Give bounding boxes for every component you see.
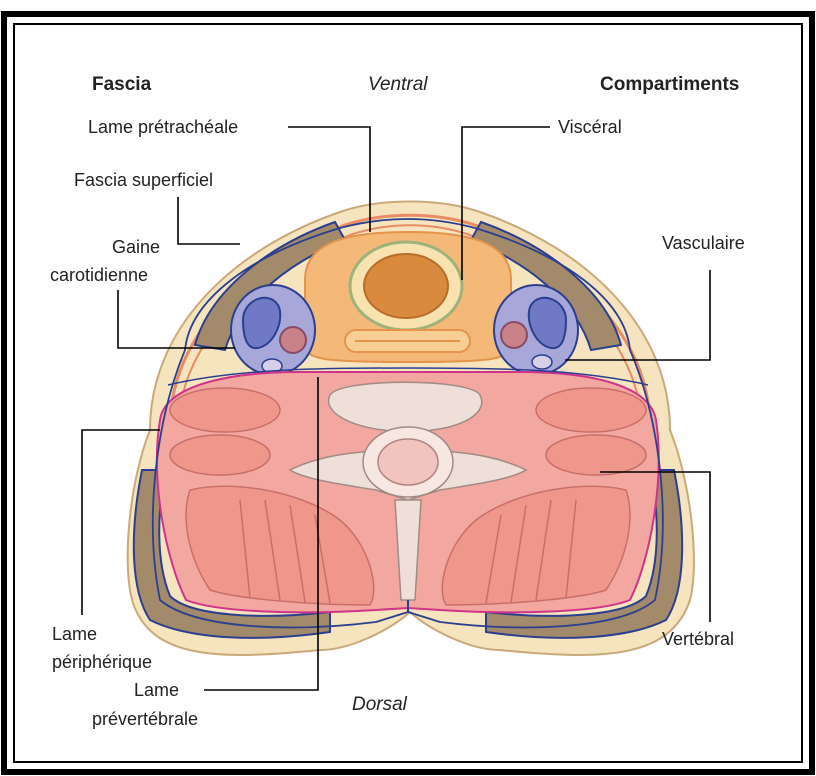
gaine-label-line1: Gaine bbox=[112, 237, 160, 257]
spinal-cord bbox=[378, 439, 438, 485]
trachea-inner bbox=[364, 254, 448, 318]
compartments-header: Compartiments bbox=[600, 74, 739, 95]
lame-pretracheale-label: Lame prétrachéale bbox=[88, 117, 238, 137]
right-vagus bbox=[532, 355, 552, 369]
lame-peripherique-line2: périphérique bbox=[52, 652, 152, 672]
dorsal-label: Dorsal bbox=[352, 694, 408, 715]
right-carotid-artery bbox=[501, 322, 527, 348]
lame-peripherique-line1: Lame bbox=[52, 624, 97, 644]
left-carotid-artery bbox=[280, 327, 306, 353]
fascia-header: Fascia bbox=[92, 74, 152, 95]
fascia-superficiel-label: Fascia superficiel bbox=[74, 170, 213, 190]
visceral-label: Viscéral bbox=[558, 117, 622, 137]
gaine-label-line2: carotidienne bbox=[50, 265, 148, 285]
ventral-label: Ventral bbox=[368, 74, 428, 95]
lame-prevertebrale-line2: prévertébrale bbox=[92, 709, 198, 729]
vasculaire-label: Vasculaire bbox=[662, 233, 745, 253]
vertebral-label: Vertébral bbox=[662, 629, 734, 649]
lame-prevertebrale-line1: Lame bbox=[134, 680, 179, 700]
